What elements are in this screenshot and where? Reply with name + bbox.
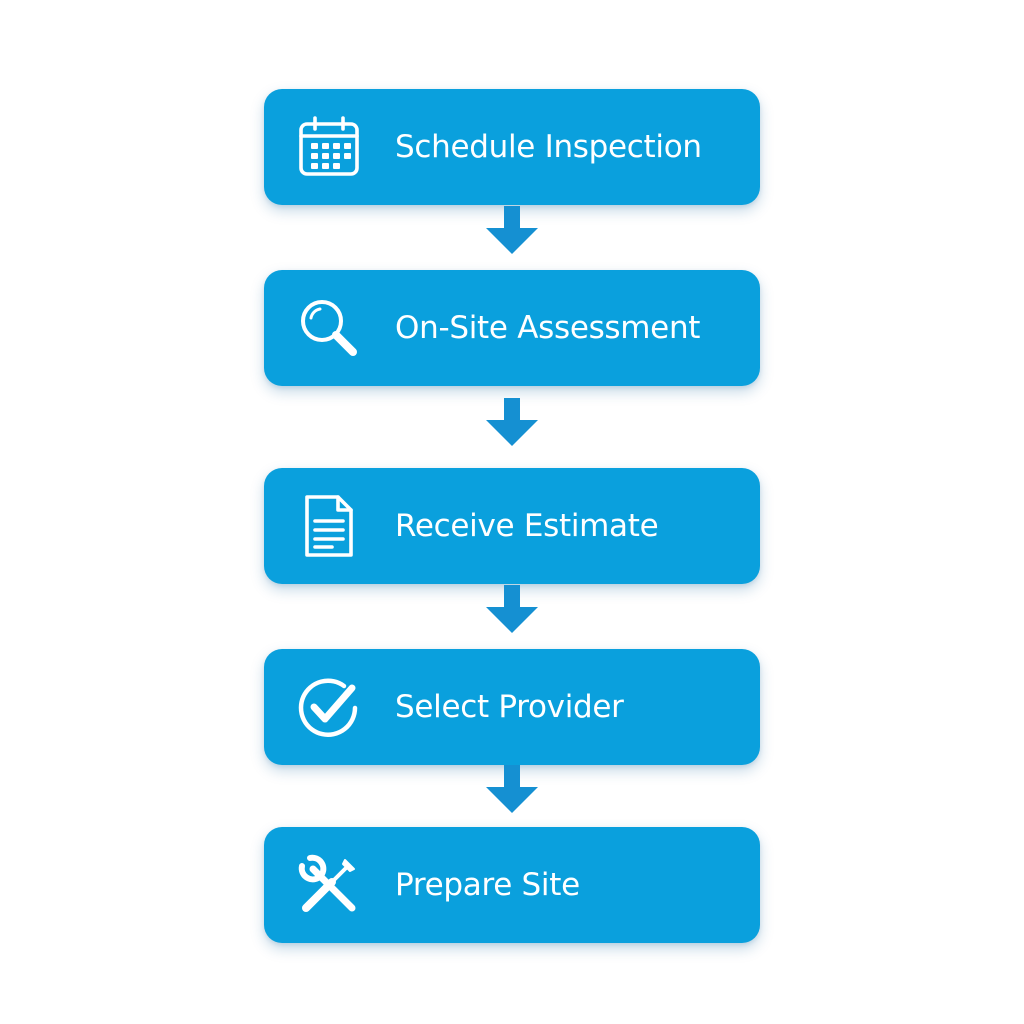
step-receive-estimate: Receive Estimate	[264, 468, 760, 584]
tools-icon	[298, 854, 360, 916]
connector-arrow	[486, 765, 538, 813]
connector-arrow	[486, 398, 538, 446]
calendar-icon	[298, 116, 360, 178]
step-label: On-Site Assessment	[395, 310, 701, 346]
connector-arrow	[486, 206, 538, 254]
magnifier-icon	[298, 297, 360, 359]
step-label: Receive Estimate	[395, 508, 659, 544]
check-circle-icon	[298, 676, 360, 738]
step-label: Prepare Site	[395, 867, 580, 903]
step-on-site-assessment: On-Site Assessment	[264, 270, 760, 386]
step-select-provider: Select Provider	[264, 649, 760, 765]
connector-arrow	[486, 585, 538, 633]
step-label: Select Provider	[395, 689, 624, 725]
step-label: Schedule Inspection	[395, 129, 702, 165]
step-schedule-inspection: Schedule Inspection	[264, 89, 760, 205]
document-icon	[298, 495, 360, 557]
step-prepare-site: Prepare Site	[264, 827, 760, 943]
